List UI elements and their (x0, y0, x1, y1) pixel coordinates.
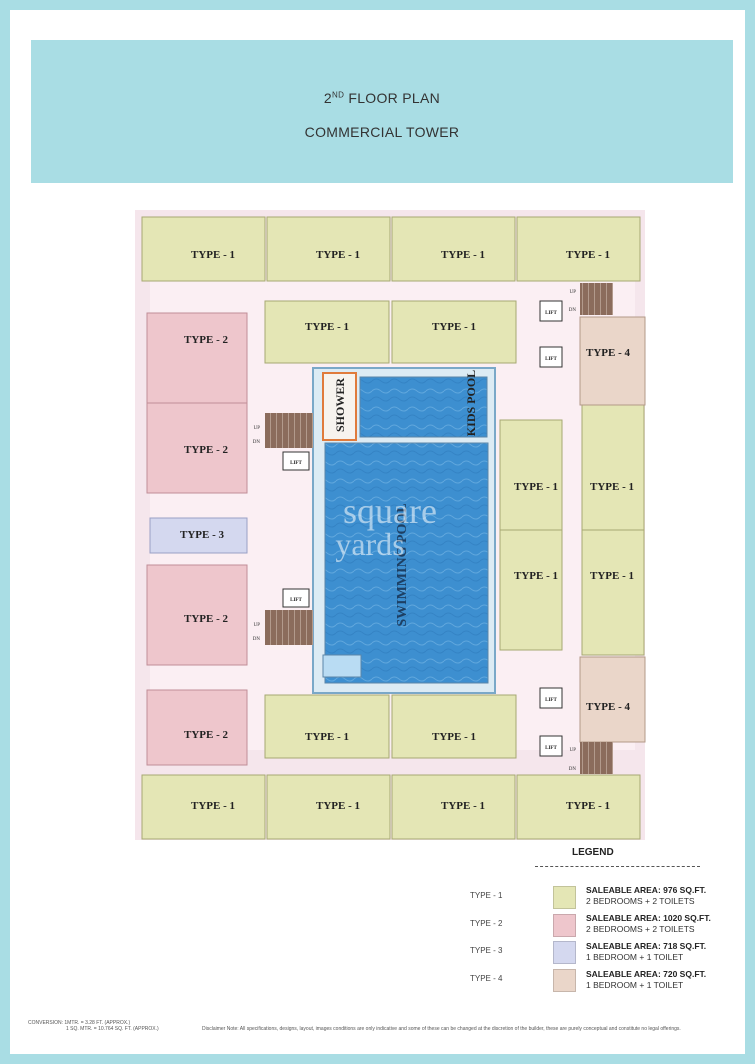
conversion-note: CONVERSION: 1MTR. = 3.28 FT. (APPROX.) 1… (28, 1020, 178, 1032)
swimming-pool-label: SWIMMING POOL (395, 503, 410, 626)
lift-boxes (282, 300, 563, 757)
stair-down-label: DN (253, 440, 261, 445)
staircase (265, 610, 313, 645)
unit-label-type-3: TYPE - 3 (180, 529, 225, 541)
unit-label-type-1: TYPE - 1 (441, 800, 485, 812)
legend-area: SALEABLE AREA: 720 SQ.FT. (586, 969, 707, 979)
unit-label-type-2: TYPE - 2 (184, 444, 229, 456)
unit-label-type-1: TYPE - 1 (514, 481, 558, 493)
unit-label-type-1: TYPE - 1 (566, 249, 610, 261)
staircase (265, 413, 313, 448)
bottom-row-units (141, 774, 641, 840)
inner-top-units (264, 300, 517, 364)
floor-plan-drawing: TYPE - 1 TYPE - 1 TYPE - 1 TYPE - 1 TYPE… (135, 210, 646, 840)
legend-swatch (553, 914, 576, 937)
lift-label: LIFT (545, 746, 557, 751)
unit-label-type-4: TYPE - 4 (586, 701, 631, 713)
watermark-line-1: square (343, 491, 437, 531)
lift-label: LIFT (290, 461, 302, 466)
legend-area: SALEABLE AREA: 1020 SQ.FT. (586, 913, 711, 923)
unit-label-type-1: TYPE - 1 (316, 249, 360, 261)
legend-swatch (553, 969, 576, 992)
lift-label: LIFT (545, 311, 557, 316)
stair-up-label: UP (254, 623, 261, 628)
header-banner: 2ND FLOOR PLAN COMMERCIAL TOWER (31, 40, 733, 183)
unit-label-type-1: TYPE - 1 (441, 249, 485, 261)
floor-plan: TYPE - 1 TYPE - 1 TYPE - 1 TYPE - 1 TYPE… (120, 205, 655, 845)
shower-label: SHOWER (333, 378, 347, 432)
kids-pool-label: KIDS POOL (464, 370, 478, 436)
unit-label-type-2: TYPE - 2 (184, 729, 229, 741)
legend-title: LEGEND (572, 847, 614, 858)
legend-swatch (553, 886, 576, 909)
shower-area (322, 372, 357, 441)
stair-up-label: UP (570, 290, 577, 295)
swimming-pool (324, 442, 489, 684)
unit-label-type-1: TYPE - 1 (305, 321, 349, 333)
conversion-line-1: CONVERSION: 1MTR. = 3.28 FT. (APPROX.) (28, 1020, 131, 1026)
legend-rooms: 2 BEDROOMS + 2 TOILETS (586, 896, 695, 906)
stair-up-label: UP (570, 748, 577, 753)
stair-down-label: DN (569, 767, 577, 772)
unit-label-type-1: TYPE - 1 (432, 731, 476, 743)
unit-label-type-1: TYPE - 1 (590, 481, 634, 493)
conversion-line-2: 1 SQ. MTR. = 10.764 SQ. FT. (APPROX.) (66, 1026, 159, 1032)
staircase (580, 283, 613, 315)
floor-plan-label: FLOOR PLAN (344, 90, 441, 106)
lift-label: LIFT (545, 357, 557, 362)
legend-type: TYPE - 2 (470, 919, 503, 928)
legend-rooms: 1 BEDROOM + 1 TOILET (586, 980, 684, 990)
legend-type: TYPE - 4 (470, 974, 503, 983)
unit-label-type-2: TYPE - 2 (184, 334, 229, 346)
floor-number: 2 (323, 90, 333, 106)
legend-rooms: 2 BEDROOMS + 2 TOILETS (586, 924, 695, 934)
floor-ordinal: ND (332, 90, 345, 100)
legend-rooms: 1 BEDROOM + 1 TOILET (586, 952, 684, 962)
stair-down-label: DN (569, 308, 577, 313)
unit-label-type-4: TYPE - 4 (586, 347, 631, 359)
pool-steps (322, 654, 362, 678)
top-row-units (141, 216, 641, 282)
unit-label-type-2: TYPE - 2 (184, 613, 229, 625)
unit-label-type-1: TYPE - 1 (305, 731, 349, 743)
unit-label-type-1: TYPE - 1 (432, 321, 476, 333)
lift-label: LIFT (290, 598, 302, 603)
inner-bottom-units (264, 694, 517, 759)
watermark-line-2: yards (335, 526, 404, 562)
lift-label: LIFT (545, 698, 557, 703)
unit-label-type-1: TYPE - 1 (514, 570, 558, 582)
legend-type: TYPE - 1 (470, 891, 503, 900)
legend-swatch (553, 941, 576, 964)
unit-label-type-1: TYPE - 1 (566, 800, 610, 812)
unit-label-type-1: TYPE - 1 (191, 249, 235, 261)
stair-up-label: UP (254, 426, 261, 431)
tower-title: COMMERCIAL TOWER (304, 124, 460, 140)
unit-label-type-1: TYPE - 1 (590, 570, 634, 582)
floor-plan-title: 2ND FLOOR PLAN (31, 90, 733, 106)
staircase (580, 742, 613, 774)
legend-area: SALEABLE AREA: 718 SQ.FT. (586, 941, 707, 951)
disclaimer-note: Disclaimer Note: All specifications, des… (202, 1026, 681, 1032)
stair-down-label: DN (253, 637, 261, 642)
left-column-units (146, 312, 248, 766)
right-type-4-units (579, 316, 646, 743)
right-inner-units (499, 404, 645, 656)
kids-pool (359, 376, 488, 438)
legend-divider (535, 866, 700, 867)
unit-label-type-1: TYPE - 1 (191, 800, 235, 812)
legend-type: TYPE - 3 (470, 946, 503, 955)
legend-area: SALEABLE AREA: 976 SQ.FT. (586, 885, 707, 895)
unit-label-type-1: TYPE - 1 (316, 800, 360, 812)
